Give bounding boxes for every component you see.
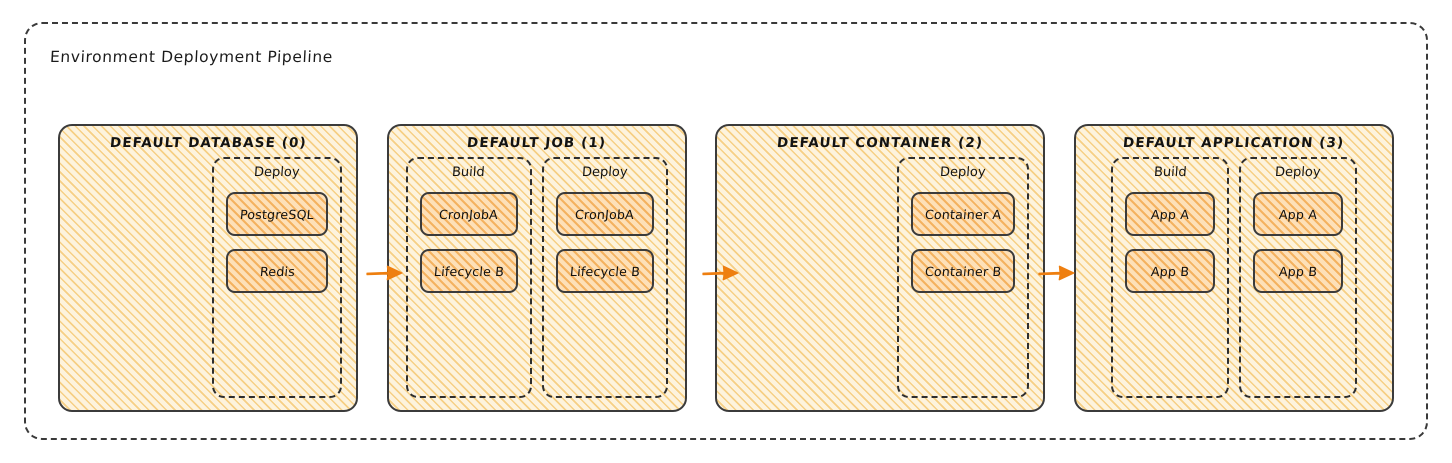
environment-container — [24, 22, 1428, 440]
node-label: PostgreSQL — [239, 206, 315, 222]
node-item[interactable]: Container A — [910, 192, 1016, 236]
node-item[interactable]: PostgreSQL — [226, 192, 328, 236]
node-label: CronJobA — [574, 206, 635, 222]
node-item[interactable]: App A — [1252, 192, 1343, 236]
node-label: App B — [1150, 263, 1190, 279]
stage-title: Deploy — [1274, 165, 1322, 180]
node-list: PostgreSQL Redis — [226, 192, 328, 293]
node-label: Container B — [924, 263, 1002, 279]
node-list: Container A Container B — [910, 192, 1016, 293]
node-item[interactable]: App B — [1124, 249, 1215, 293]
node-label: Redis — [258, 263, 296, 279]
node-list: CronJobA Lifecycle B — [555, 192, 654, 293]
stage-title: Deploy — [581, 165, 628, 180]
node-list: CronJobA Lifecycle B — [419, 192, 518, 293]
group-title: DEFAULT CONTAINER (2) — [776, 135, 985, 151]
stage-title: Build — [1153, 165, 1187, 180]
node-item[interactable]: CronJobA — [419, 192, 518, 236]
node-list: App A App B — [1252, 192, 1343, 293]
group-title: DEFAULT APPLICATION (3) — [1122, 135, 1346, 151]
node-label: Lifecycle B — [569, 263, 641, 279]
node-label: Container A — [924, 206, 1002, 222]
group-title: DEFAULT JOB (1) — [466, 135, 607, 151]
node-item[interactable]: Container B — [910, 249, 1016, 293]
stage-title: Build — [451, 165, 486, 180]
group-title: DEFAULT DATABASE (0) — [108, 135, 308, 151]
node-list: App A App B — [1124, 192, 1215, 293]
node-label: App A — [1150, 206, 1190, 222]
node-label: CronJobA — [438, 206, 499, 222]
stage-title: Deploy — [939, 165, 987, 180]
node-item[interactable]: Lifecycle B — [555, 249, 654, 293]
node-label: App B — [1278, 263, 1318, 279]
node-item[interactable]: Redis — [226, 249, 328, 293]
node-item[interactable]: CronJobA — [555, 192, 654, 236]
node-label: Lifecycle B — [432, 263, 505, 279]
node-item[interactable]: App A — [1124, 192, 1215, 236]
environment-title: Environment Deployment Pipeline — [49, 48, 334, 66]
stage-title: Deploy — [253, 165, 301, 180]
node-item[interactable]: App B — [1252, 249, 1343, 293]
node-label: App A — [1278, 206, 1318, 222]
node-item[interactable]: Lifecycle B — [419, 249, 518, 293]
